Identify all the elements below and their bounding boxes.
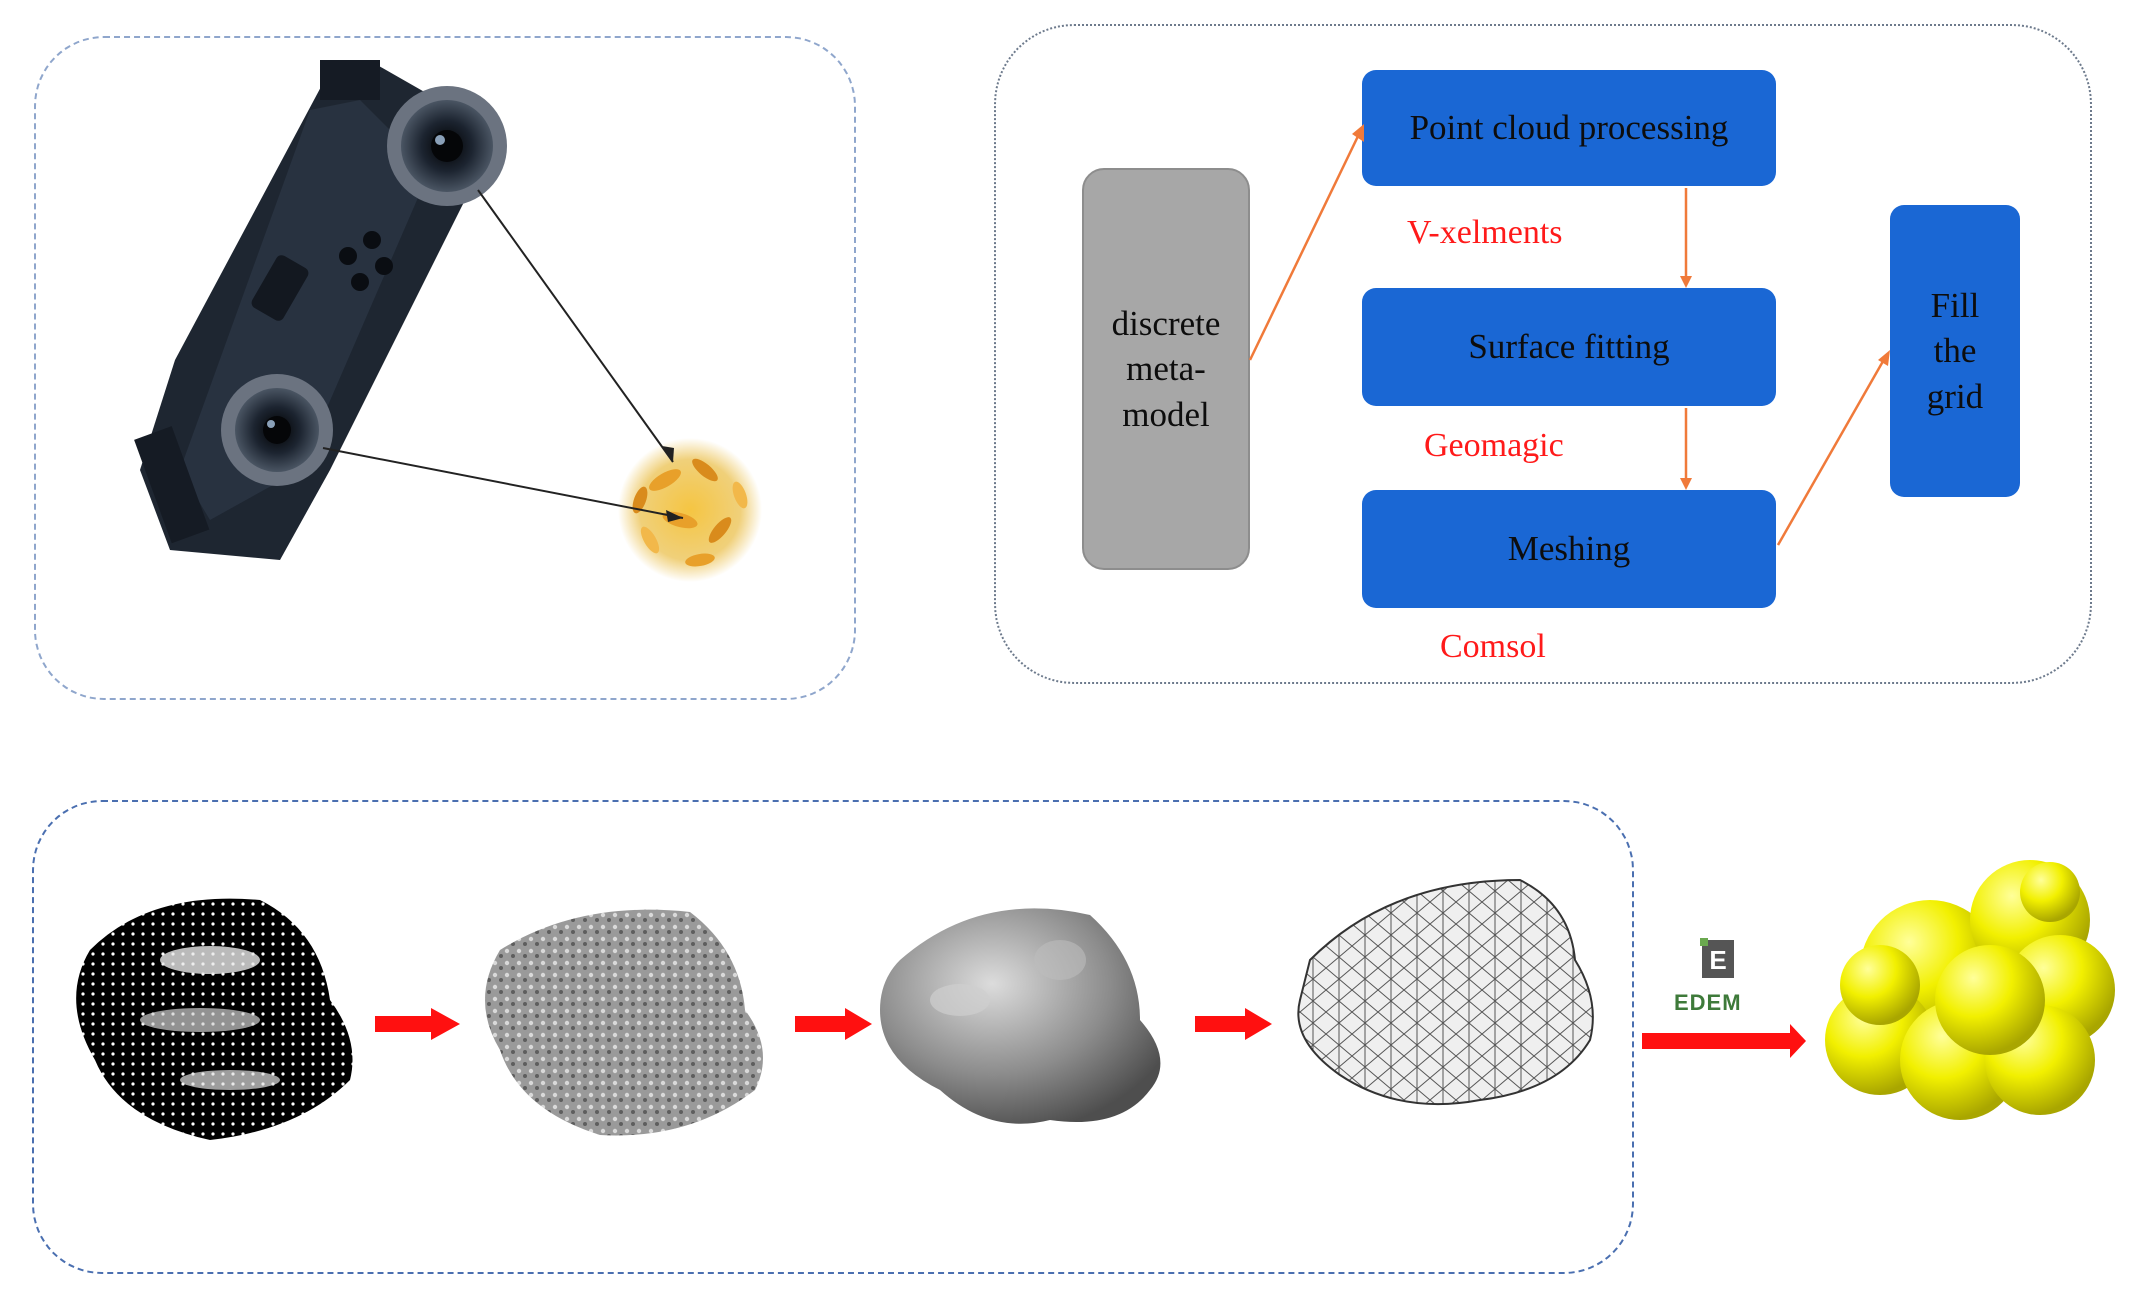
- flowchart-panel: [994, 24, 2092, 684]
- point-cloud-image: [76, 898, 353, 1140]
- point-cloud-processing-label: Point cloud processing: [1409, 108, 1729, 148]
- pipeline-panel: [32, 800, 1634, 1274]
- surface-fitting-label: Surface fitting: [1468, 327, 1670, 367]
- arrow-meshing-to-grid: [1776, 355, 1888, 546]
- discrete-meta-model-box: discrete meta-model: [1082, 168, 1250, 570]
- edem-logo-icon: E: [1700, 938, 1734, 978]
- point-cloud-processing-box: Point cloud processing: [1362, 70, 1776, 186]
- discrete-meta-model-label: discrete meta-model: [1111, 303, 1221, 434]
- mesh-image: [1297, 878, 1594, 1106]
- scan-ray-bottom: [322, 447, 684, 519]
- svg-text:E: E: [1709, 945, 1726, 975]
- pipeline-arrows: [375, 1008, 1806, 1058]
- scanner-panel: [34, 36, 856, 700]
- fill-the-grid-box: Fill the grid: [1890, 205, 2020, 497]
- maize-grain-pile: [618, 438, 762, 582]
- smooth-surface-image: [880, 908, 1161, 1124]
- arrow-model-to-pointcloud: [1248, 131, 1362, 361]
- surface-fitting-box: Surface fitting: [1362, 288, 1776, 406]
- fitted-surface-image: [485, 909, 763, 1136]
- edem-software-label: EDEM: [1674, 990, 1742, 1015]
- meshing-box: Meshing: [1362, 490, 1776, 608]
- tool-label-comsol: Comsol: [1440, 628, 1546, 665]
- scan-ray-top: [477, 189, 674, 463]
- 3d-scanner-device: [134, 60, 507, 560]
- tool-label-vxelments: V-xelments: [1407, 214, 1563, 251]
- tool-label-geomagic: Geomagic: [1424, 427, 1564, 464]
- meshing-label: Meshing: [1507, 529, 1631, 569]
- sphere-particle-model: [1825, 860, 2115, 1120]
- fill-the-grid-label: Fill the grid: [1926, 285, 1984, 416]
